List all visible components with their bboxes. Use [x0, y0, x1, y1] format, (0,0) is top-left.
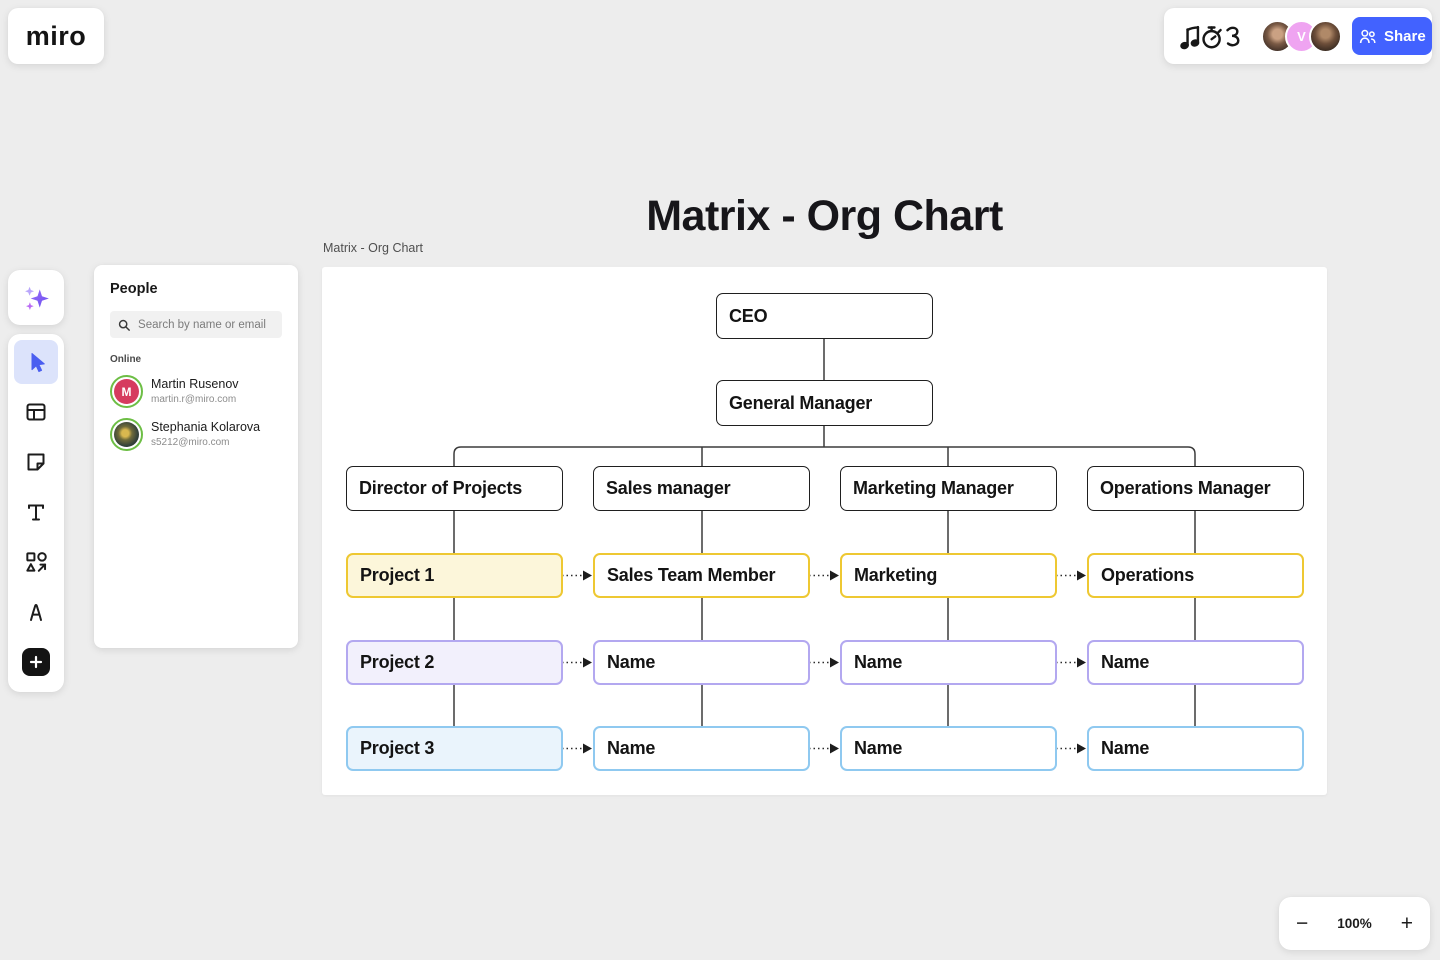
zoom-level[interactable]: 100% [1337, 916, 1372, 931]
org-node-row2[interactable]: Name [840, 640, 1057, 685]
node-label: Name [1101, 652, 1150, 672]
node-label: Project 3 [360, 738, 435, 758]
text-tool[interactable] [14, 490, 58, 534]
miro-logo-text: miro [25, 20, 87, 51]
org-node-row2[interactable]: Name [593, 640, 810, 685]
org-node-column-header[interactable]: Operations Manager [1087, 466, 1304, 511]
select-tool[interactable] [14, 340, 58, 384]
zoom-in-button[interactable]: + [1400, 912, 1413, 935]
node-label: Operations [1101, 565, 1195, 585]
org-node-general-manager[interactable]: General Manager [716, 380, 933, 426]
collaboration-bar: V Share [1164, 8, 1432, 64]
letter-a-tool[interactable] [14, 590, 58, 634]
shapes-icon [25, 551, 47, 572]
member-email: martin.r@miro.com [151, 393, 237, 405]
avatar: M [114, 379, 139, 404]
node-label: Sales manager [606, 478, 731, 498]
zoom-controls: − 100% + [1279, 897, 1430, 950]
org-node-row3[interactable]: Name [593, 726, 810, 771]
estimate-icon [1226, 26, 1240, 47]
member-name: Stephania Kolarova [151, 420, 261, 435]
timer-icon [1202, 26, 1222, 49]
node-label: Name [854, 738, 903, 758]
node-label: Sales Team Member [607, 565, 776, 585]
org-node-row2[interactable]: Project 2 [346, 640, 563, 685]
miro-logo[interactable]: miro [8, 8, 104, 64]
letter-a-icon [30, 604, 42, 621]
node-label: Name [1101, 738, 1150, 758]
org-node-row2[interactable]: Name [1087, 640, 1304, 685]
online-section-label: Online [110, 354, 142, 365]
avatar-initial: V [1297, 28, 1306, 44]
frame-label[interactable]: Matrix - Org Chart [323, 241, 424, 255]
people-icon [1359, 29, 1376, 43]
people-panel: People Online M Martin Rusenov martin.r@… [94, 265, 298, 648]
org-node-column-header[interactable]: Director of Projects [346, 466, 563, 511]
member-email: s5212@miro.com [151, 436, 230, 448]
org-chart-connectors [453, 339, 1196, 754]
toolbar [8, 334, 64, 692]
avatar [114, 422, 139, 447]
plus-icon [22, 648, 50, 676]
list-item[interactable]: M Martin Rusenov martin.r@miro.com [110, 375, 282, 408]
online-ring [110, 418, 143, 451]
node-label: Marketing [854, 565, 938, 585]
node-label: Marketing Manager [853, 478, 1014, 498]
member-name: Martin Rusenov [151, 377, 239, 392]
share-button[interactable]: Share [1352, 17, 1432, 55]
org-node-row1[interactable]: Operations [1087, 553, 1304, 598]
share-label: Share [1384, 27, 1426, 45]
sticky-note-tool[interactable] [14, 440, 58, 484]
people-panel-title: People [110, 281, 158, 297]
cursor-icon [31, 353, 45, 373]
sticky-note-icon [27, 453, 45, 471]
people-search [110, 311, 282, 338]
sparkles-icon [25, 286, 49, 310]
node-label: Name [607, 738, 656, 758]
node-label: General Manager [729, 392, 873, 413]
node-label: Director of Projects [359, 478, 523, 498]
org-node-row1[interactable]: Sales Team Member [593, 553, 810, 598]
more-tools-button[interactable] [14, 640, 58, 684]
page-title[interactable]: Matrix - Org Chart [646, 191, 1003, 240]
zoom-out-button[interactable]: − [1296, 912, 1309, 935]
facilitation-tools-icon[interactable] [1177, 18, 1243, 54]
list-item[interactable]: Stephania Kolarova s5212@miro.com [110, 418, 282, 451]
node-label: CEO [729, 305, 768, 326]
collaborator-avatars: V [1261, 19, 1342, 53]
node-label: Name [607, 652, 656, 672]
node-label: Operations Manager [1100, 478, 1271, 498]
text-icon [28, 504, 44, 521]
music-note-icon [1180, 25, 1200, 50]
online-ring: M [110, 375, 143, 408]
org-node-column-header[interactable]: Marketing Manager [840, 466, 1057, 511]
node-label: Project 2 [360, 652, 435, 672]
avatar[interactable] [1309, 19, 1342, 53]
node-label: Project 1 [360, 565, 435, 585]
org-node-row3[interactable]: Name [840, 726, 1057, 771]
org-node-column-header[interactable]: Sales manager [593, 466, 810, 511]
org-node-row3[interactable]: Name [1087, 726, 1304, 771]
avatar-initial: M [121, 384, 132, 399]
templates-tool[interactable] [14, 390, 58, 434]
org-node-row1[interactable]: Marketing [840, 553, 1057, 598]
search-input[interactable] [136, 317, 274, 332]
org-node-row1[interactable]: Project 1 [346, 553, 563, 598]
search-icon [118, 319, 130, 331]
ai-assistant-tool[interactable] [8, 270, 64, 325]
org-node-ceo[interactable]: CEO [716, 293, 933, 339]
shapes-tool[interactable] [14, 540, 58, 584]
node-label: Name [854, 652, 903, 672]
org-node-row3[interactable]: Project 3 [346, 726, 563, 771]
layout-icon [26, 403, 46, 421]
